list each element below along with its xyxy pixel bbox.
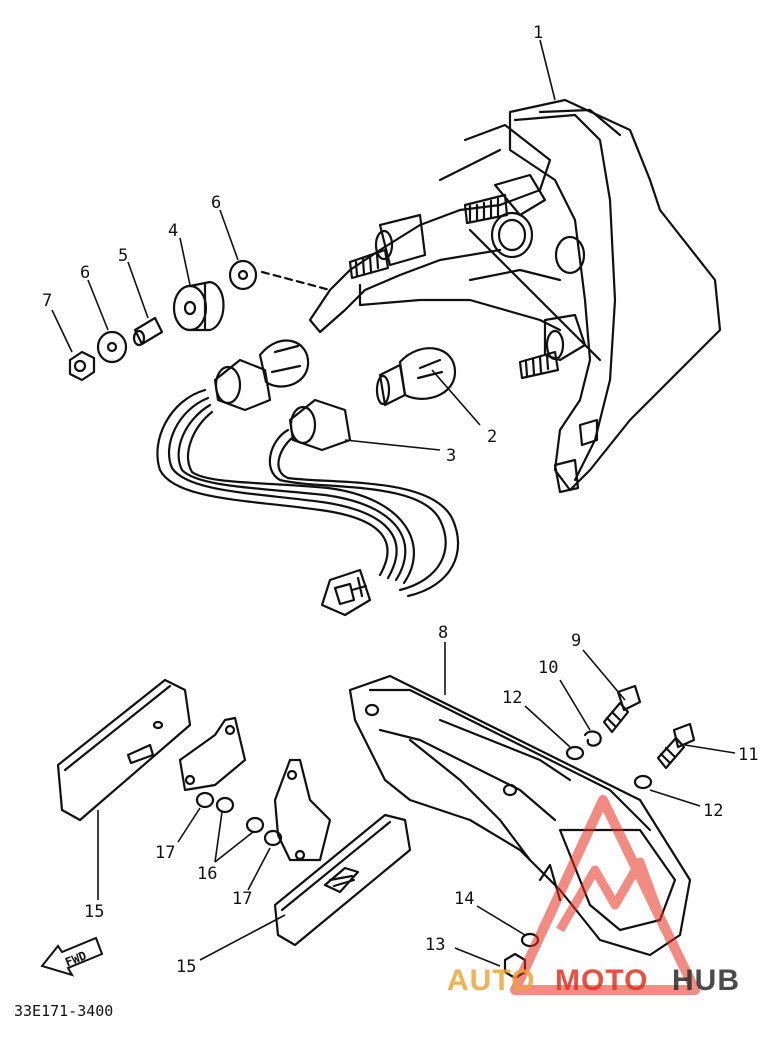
lock-washer-part-10 bbox=[583, 730, 602, 747]
callout-16: 16 bbox=[197, 864, 217, 884]
tail-light-housing bbox=[308, 98, 722, 494]
bolt-part-11 bbox=[656, 722, 696, 770]
callout-8: 8 bbox=[438, 623, 448, 643]
callout-1: 1 bbox=[533, 23, 543, 43]
leader-lines bbox=[51, 39, 736, 967]
watermark-text-moto: MOTO bbox=[555, 964, 648, 997]
forward-direction-arrow: FWD bbox=[40, 936, 104, 977]
callout-11: 11 bbox=[738, 745, 758, 765]
callout-3: 3 bbox=[446, 446, 456, 466]
wiring-harness-part-3 bbox=[156, 339, 460, 617]
watermark-text-auto: AUTO bbox=[447, 964, 535, 997]
callout-9: 9 bbox=[571, 631, 581, 651]
bulb-part-2 bbox=[375, 347, 457, 407]
callout-14: 14 bbox=[454, 889, 474, 909]
washer-part-12-a bbox=[565, 745, 585, 761]
callout-labels: 1 2 3 4 5 6 6 7 8 9 10 11 12 12 13 14 15… bbox=[42, 23, 758, 977]
nut-part-16-b bbox=[245, 816, 265, 834]
drawing-code: 33E171-3400 bbox=[14, 1002, 113, 1020]
callout-12-b: 12 bbox=[703, 801, 723, 821]
watermark-text: AUTO MOTO HUB bbox=[447, 964, 740, 997]
washer-part-6-b bbox=[96, 330, 128, 364]
watermark-logo bbox=[510, 795, 700, 995]
callout-13: 13 bbox=[425, 935, 445, 955]
watermark-text-hub: HUB bbox=[672, 964, 740, 997]
callout-15-a: 15 bbox=[84, 902, 104, 922]
grommet-part-4 bbox=[172, 280, 225, 332]
reflector-part-15-a bbox=[56, 678, 192, 822]
housing-stud-left bbox=[348, 248, 390, 280]
reflector-part-15-b bbox=[273, 813, 412, 947]
callout-5: 5 bbox=[118, 246, 128, 266]
callout-7: 7 bbox=[42, 291, 52, 311]
callout-17-b: 17 bbox=[232, 889, 252, 909]
callout-4: 4 bbox=[168, 221, 178, 241]
washer-part-17-a bbox=[195, 791, 215, 809]
nut-part-7 bbox=[68, 350, 96, 382]
bolt-part-9 bbox=[602, 684, 642, 734]
assembly-line bbox=[260, 270, 332, 292]
callout-2: 2 bbox=[487, 427, 497, 447]
license-bracket-part-8 bbox=[348, 674, 692, 957]
callout-6-a: 6 bbox=[211, 193, 221, 213]
callout-6-b: 6 bbox=[80, 263, 90, 283]
washer-part-6-a bbox=[228, 259, 258, 291]
washer-part-17-b bbox=[263, 829, 283, 847]
reflector-stay-left bbox=[178, 716, 247, 792]
callout-12-a: 12 bbox=[502, 688, 522, 708]
reflector-stay-right bbox=[273, 758, 332, 862]
callout-17-a: 17 bbox=[155, 843, 175, 863]
callout-10: 10 bbox=[538, 658, 558, 678]
collar-part-5 bbox=[132, 316, 164, 347]
nut-part-16-a bbox=[215, 796, 235, 814]
fwd-label: FWD bbox=[63, 948, 88, 969]
housing-stud-bottom bbox=[518, 350, 560, 380]
washer-part-12-b bbox=[633, 774, 653, 790]
housing-stud-top bbox=[463, 193, 509, 225]
callout-15-b: 15 bbox=[176, 957, 196, 977]
